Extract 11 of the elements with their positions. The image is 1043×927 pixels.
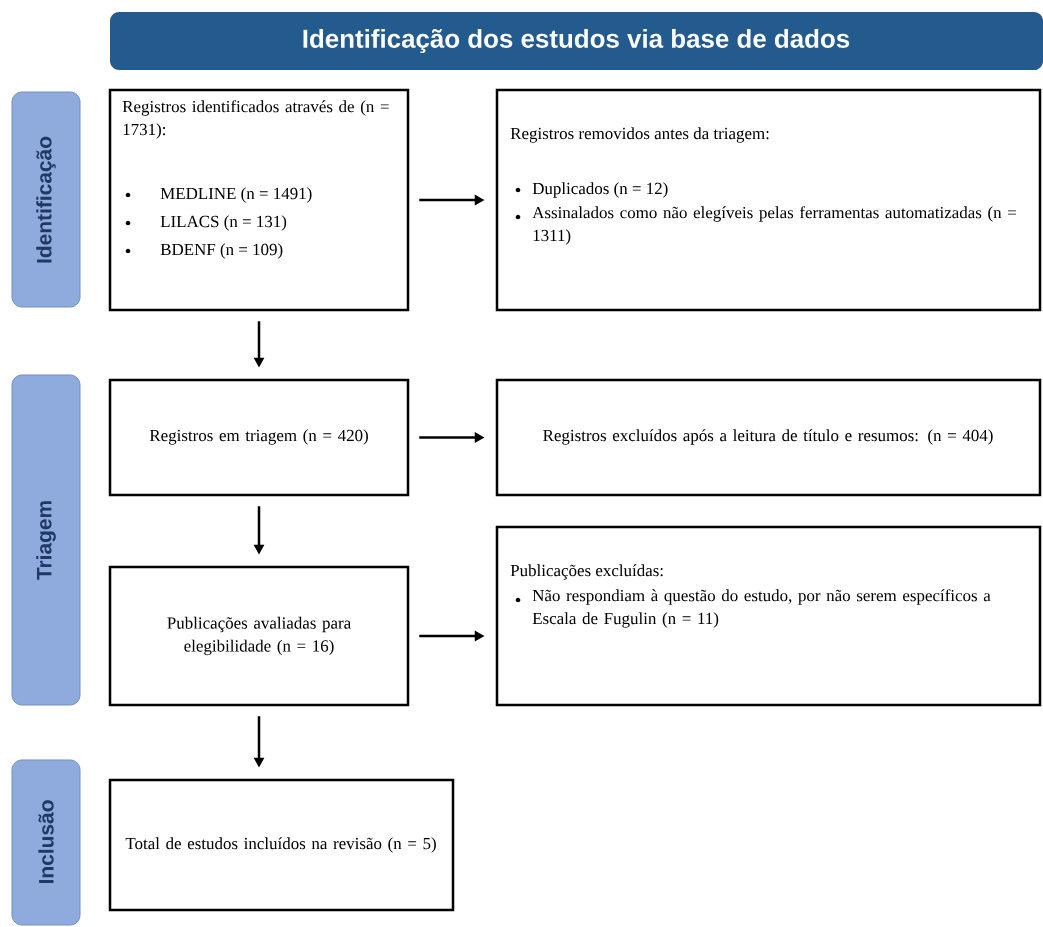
flow-box: Registros removidos antes da triagem: Duplicados (n = 12) Assinalados como não elegíveis pelas ferramentas automatizadas (n = 1311) [495, 88, 1042, 312]
flow-box: Registros excluídos após a leitura de título e resumos: (n = 404) [495, 378, 1042, 497]
phase-label-band: Triagem [11, 374, 81, 706]
flow-box: Registros em triagem (n = 420) [108, 378, 410, 497]
phase-label-band: Identificação [11, 91, 81, 308]
flow-box: Publicações avaliadas para elegibilidade (n = 16) [108, 565, 410, 707]
phase-label-band: Inclusão [11, 759, 81, 926]
flow-box: Publicações excluídas: Não respondiam à questão do estudo, por não serem específicos a Escala de Fugulin (n = 11) [495, 525, 1042, 707]
header-band: Identificação dos estudos via base de dados [110, 12, 1043, 70]
flow-box: Registros identificados através de (n = 1731): MEDLINE (n = 1491) LILACS (n = 131) BDENF (n = 109) [108, 88, 410, 312]
flow-box: Total de estudos incluídos na revisão (n = 5) [108, 778, 455, 912]
